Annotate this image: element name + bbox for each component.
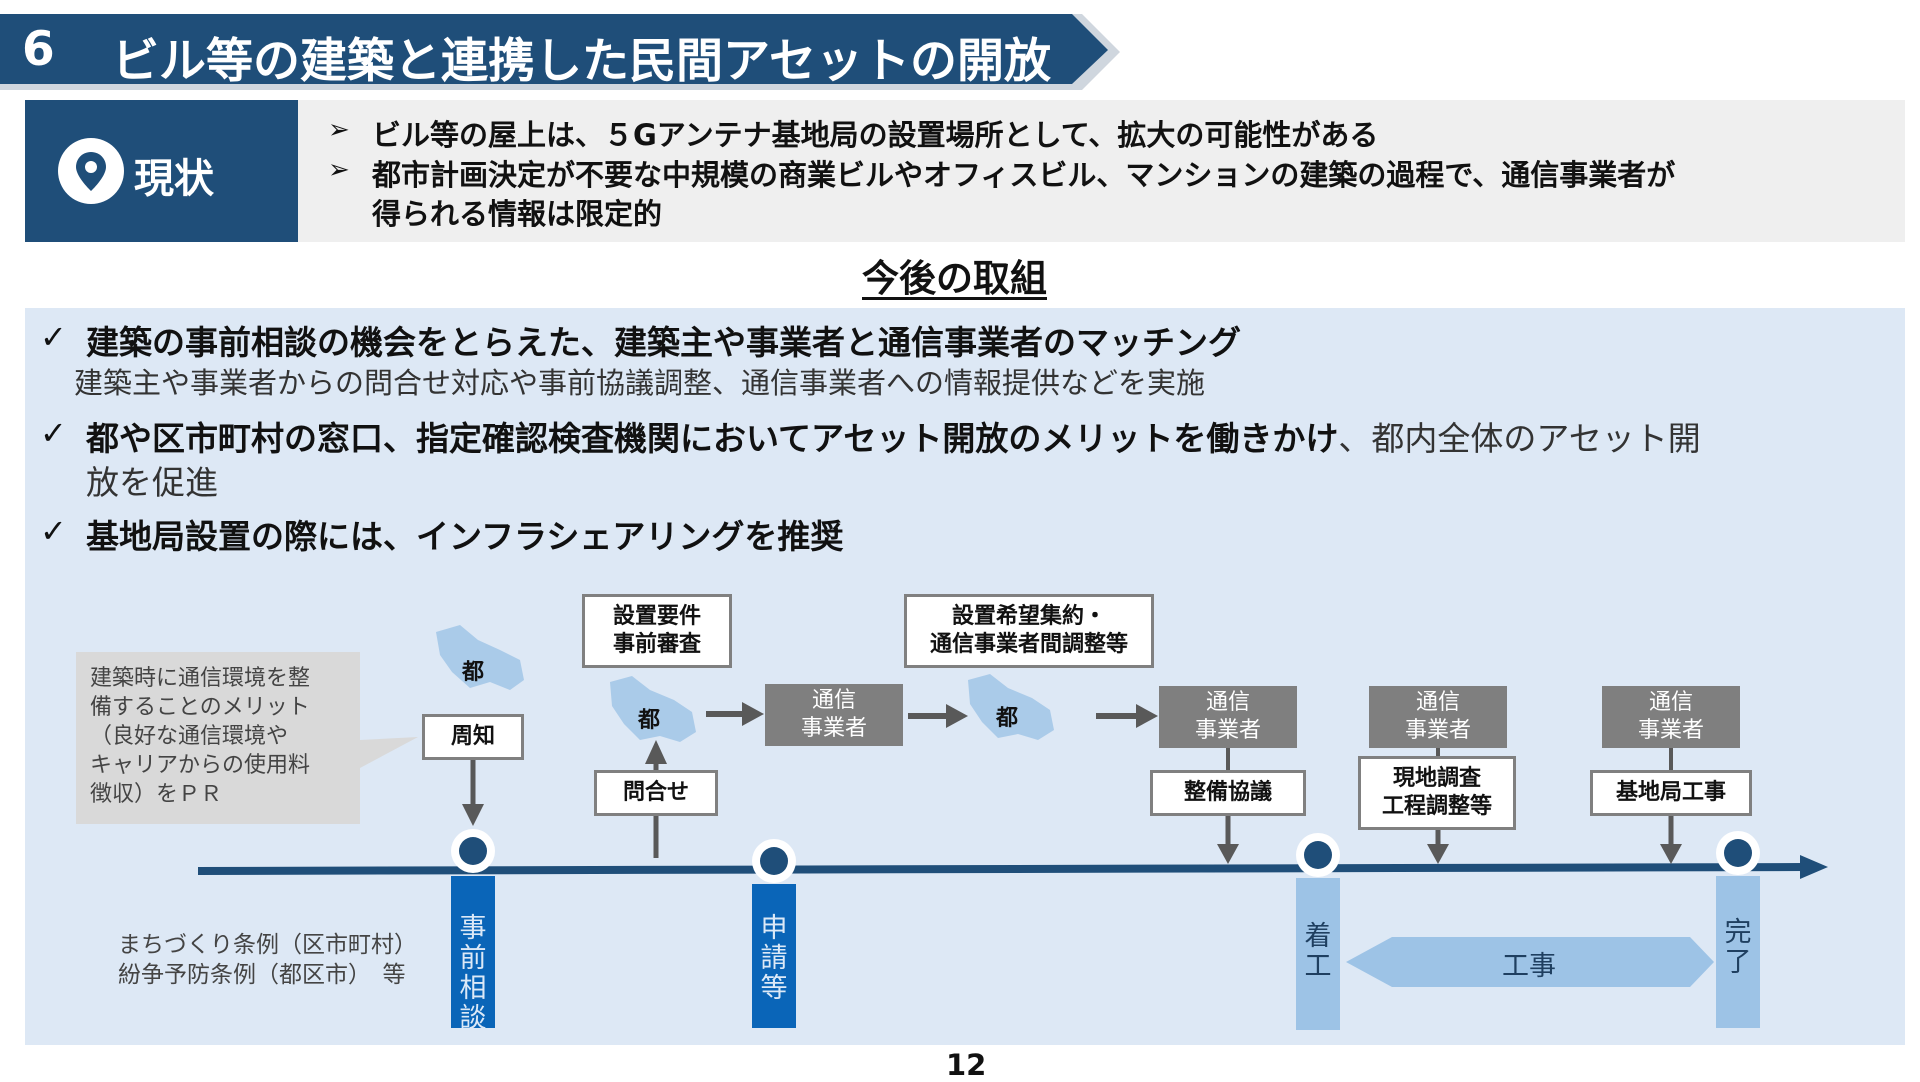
tokyo-label: 都 <box>462 660 485 685</box>
status-bullet-2-cont: 得られる情報は限定的 <box>372 197 663 231</box>
notice-box: 周知 <box>422 714 524 760</box>
down-arrow-icon <box>1660 844 1682 864</box>
page-title: ビル等の建築と連携した民間アセットの開放 <box>112 34 1052 89</box>
base-station-work-box: 基地局工事 <box>1590 770 1752 816</box>
down-arrow-icon <box>1427 844 1449 864</box>
tokyo-map-icon <box>968 674 1054 740</box>
arrow-bullet-icon: ➢ <box>328 115 350 145</box>
point-2-cont: 放を促進 <box>86 463 218 502</box>
point-2-line: 都や区市町村の窓口、指定確認検査機関においてアセット開放のメリットを働きかけ、都… <box>86 412 1701 460</box>
point-2-title: 都や区市町村の窓口、指定確認検査機関においてアセット開放のメリットを働きかけ <box>86 419 1339 458</box>
check-icon: ✓ <box>40 414 67 452</box>
down-arrow-icon <box>462 804 484 826</box>
point-1-title: 建築の事前相談の機会をとらえた、建築主や事業者と通信事業者のマッチング <box>86 323 1241 362</box>
tokyo-map-icon <box>436 625 524 690</box>
demand-coordination-box: 設置希望集約・ 通信事業者間調整等 <box>904 594 1154 668</box>
point-2-normal: 、都内全体のアセット開 <box>1338 419 1701 458</box>
arrow-bullet-icon: ➢ <box>328 155 350 185</box>
milestone-start: 着 工 <box>1296 878 1340 1030</box>
page-number: 12 <box>946 1048 987 1082</box>
up-arrow-icon <box>645 740 667 764</box>
construction-period-arrow <box>1346 937 1714 987</box>
right-arrow-icon <box>742 702 764 726</box>
inquiry-box: 問合せ <box>594 770 718 816</box>
carrier-box: 通信 事業者 <box>1159 686 1297 748</box>
status-box <box>25 100 1905 242</box>
carrier-box: 通信 事業者 <box>1602 686 1740 748</box>
point-3-title: 基地局設置の際には、インフラシェアリングを推奨 <box>86 517 844 556</box>
construction-label: 工事 <box>1502 951 1556 982</box>
point-1-sub: 建築主や事業者からの問合せ対応や事前協議調整、通信事業者への情報提供などを実施 <box>74 366 1206 400</box>
maintenance-box: 整備協議 <box>1150 770 1306 816</box>
milestone-consult: 事 前 相 談 <box>451 876 495 1034</box>
check-icon: ✓ <box>40 318 67 356</box>
carrier-box: 通信 事業者 <box>765 684 903 746</box>
carrier-box: 通信 事業者 <box>1369 686 1507 748</box>
timeline-line <box>197 863 1806 875</box>
future-title: 今後の取組 <box>862 257 1047 300</box>
right-arrow-icon <box>1136 704 1158 728</box>
milestone-complete: 完 了 <box>1716 876 1760 1028</box>
status-bullet-2: 都市計画決定が不要な中規模の商業ビルやオフィスビル、マンションの建築の過程で、通… <box>372 158 1676 192</box>
milestone-apply: 申 請 等 <box>752 884 796 1028</box>
status-label: 現状 <box>134 156 214 202</box>
pre-review-box: 設置要件 事前審査 <box>582 594 732 668</box>
ordinance-text: まちづくり条例（区市町村） 紛争予防条例（都区市） 等 <box>118 932 417 988</box>
survey-box: 現地調査 工程調整等 <box>1358 756 1516 830</box>
tokyo-map-icon <box>610 676 696 742</box>
check-icon: ✓ <box>40 512 67 550</box>
section-number: 6 <box>22 22 55 77</box>
pr-note: 建築時に通信環境を整 備することのメリット （良好な通信環境や キャリアからの使… <box>76 652 360 824</box>
location-pin-icon <box>58 138 124 204</box>
title-banner <box>0 14 1120 90</box>
right-arrow-icon <box>946 704 968 728</box>
callout-pointer <box>360 737 418 768</box>
tokyo-label: 都 <box>996 706 1019 731</box>
down-arrow-icon <box>1217 844 1239 864</box>
tokyo-label: 都 <box>638 708 661 733</box>
status-bullet-1: ビル等の屋上は、５Gアンテナ基地局の設置場所として、拡大の可能性がある <box>372 118 1379 152</box>
timeline-arrowhead <box>1800 855 1828 879</box>
